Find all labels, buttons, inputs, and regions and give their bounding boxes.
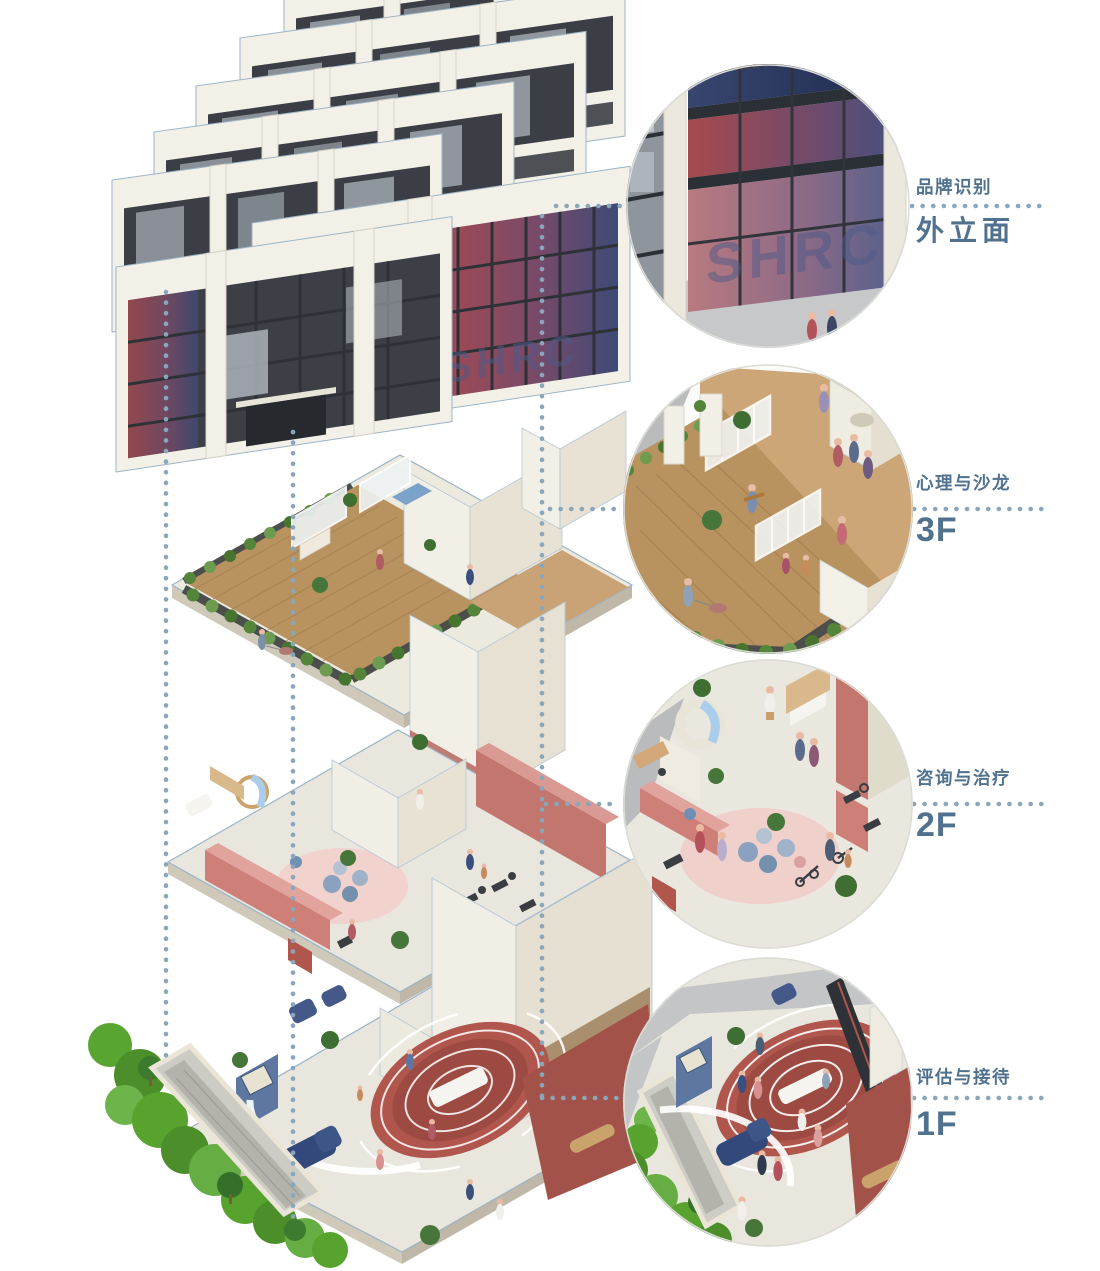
facade-pilaster: [883, 64, 907, 348]
people-2f: [348, 789, 487, 940]
people: [683, 384, 873, 613]
walls-2f: [205, 743, 619, 974]
plants: [694, 400, 751, 530]
facade-stack: SHRC: [111, 0, 631, 473]
callout-circle-facade: SHRC: [626, 64, 910, 348]
category-label-facade: 品牌识别: [916, 177, 992, 197]
label-group-facade: 品牌识别 外立面: [916, 176, 1015, 247]
callout-circle-2f: [623, 659, 913, 949]
rooms-3f: [291, 410, 628, 639]
kids-corner: [676, 1036, 712, 1108]
callout-circle-3f: [623, 364, 913, 654]
pink-rug: [680, 808, 840, 904]
floor-label-3f: 3F: [916, 510, 958, 549]
dotted-guide-lines: [163, 203, 1045, 1225]
spiral-slide: [632, 699, 725, 802]
poufs-2f: [290, 850, 368, 902]
reception-1f: [353, 1007, 567, 1173]
plants-1f: [232, 1031, 440, 1245]
poufs: [684, 808, 806, 873]
plants: [693, 679, 857, 897]
deep-red-floor-1f: [522, 1004, 662, 1200]
category-label-3f: 心理与沙龙: [916, 473, 1011, 493]
category-label-2f: 咨询与治疗: [916, 768, 1011, 788]
facade-frame-front-entrance: [115, 216, 453, 473]
callout-circle-1f: [623, 957, 913, 1247]
plants-2f: [391, 734, 428, 949]
cafe-table: [850, 413, 874, 427]
floor-label-2f: 2F: [916, 805, 958, 844]
facade-pilaster: [663, 64, 687, 348]
floor-label-facade: 外立面: [916, 214, 1016, 246]
spiral-stair-2f: [185, 766, 269, 816]
plants: [727, 1027, 763, 1237]
garden-1f: [88, 1023, 348, 1268]
label-group-2f: 咨询与治疗 2F: [916, 767, 1011, 845]
wall-pillar: [663, 405, 685, 465]
people-3f: [258, 549, 474, 655]
people: [737, 1032, 830, 1221]
people: [695, 686, 852, 868]
gym-equipment: [662, 783, 882, 887]
wood-bench: [569, 1124, 615, 1153]
plants-3f: [312, 493, 436, 593]
reflecting-pool: [148, 1042, 326, 1218]
sofa: [716, 983, 797, 1166]
label-group-3f: 心理与沙龙 3F: [916, 472, 1011, 550]
shrc-glass-wall: SHRC: [688, 64, 898, 312]
category-label-1f: 评估与接待: [916, 1067, 1011, 1087]
floor-label-1f: 1F: [916, 1104, 958, 1143]
label-group-1f: 评估与接待 1F: [916, 1066, 1011, 1144]
wall-pillar: [699, 393, 723, 457]
floor-1f: [176, 847, 670, 1264]
people-1f: [357, 1049, 504, 1220]
